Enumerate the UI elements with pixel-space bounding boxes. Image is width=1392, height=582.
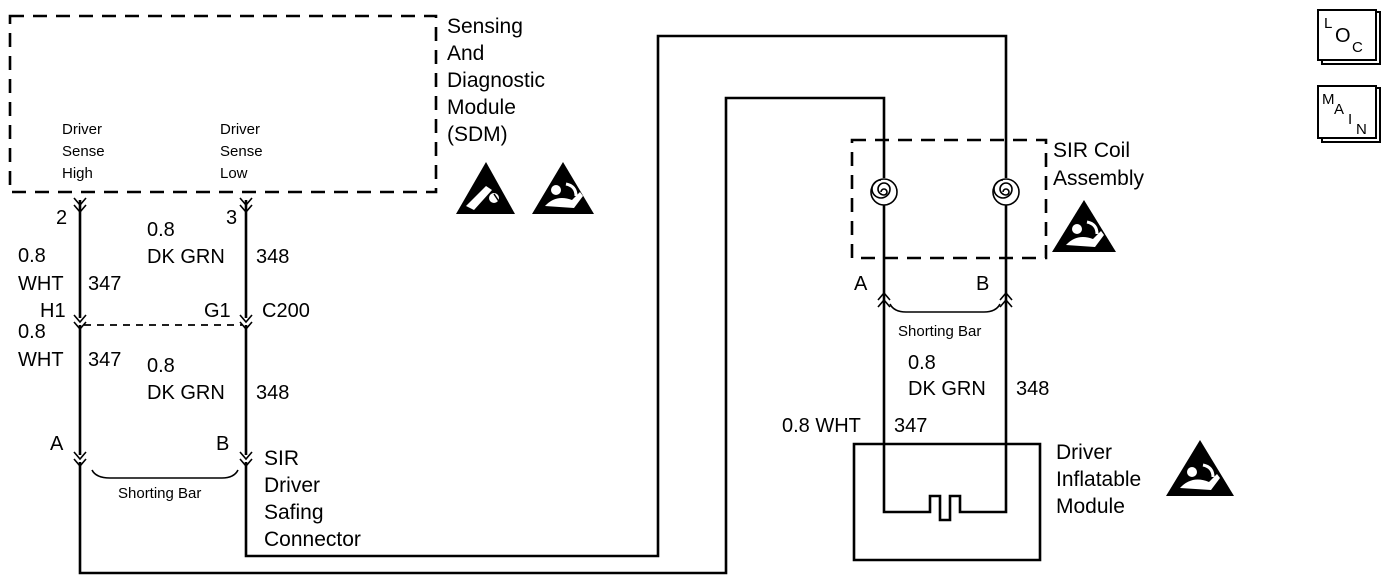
grn-gauge-upper: 0.8	[147, 219, 175, 241]
loc-button[interactable]: L O C	[1317, 9, 1381, 65]
coil-wire-a	[882, 205, 920, 514]
coil-b-chevron	[999, 291, 1013, 308]
wire-wht-347-route	[78, 96, 886, 575]
coil-a-chevron	[877, 291, 891, 308]
inflator-title-line-2: Inflatable	[1056, 468, 1141, 491]
grn-circuit-lower: 348	[256, 382, 289, 404]
loc-letter-o: O	[1335, 25, 1351, 47]
inflator-airbag-warning-icon	[1166, 440, 1234, 496]
sir-coil-box	[850, 138, 1048, 260]
safing-shorting-bar-label: Shorting Bar	[118, 485, 201, 502]
coil-wire-b	[970, 205, 1008, 514]
driver-sense-low-line-3: Low	[220, 165, 248, 182]
coil-grn-color: DK GRN	[908, 378, 986, 400]
sdm-title-line-3: Diagnostic	[447, 69, 545, 92]
coil-spiral-right	[992, 178, 1020, 206]
coil-grn-gauge: 0.8	[908, 352, 936, 374]
driver-sense-low-line-2: Sense	[220, 143, 263, 160]
grn-gauge-lower: 0.8	[147, 355, 175, 377]
safing-pin-a: A	[50, 433, 64, 455]
safing-title-line-3: Safing	[264, 501, 324, 524]
sdm-pin-3: 3	[226, 207, 237, 229]
safing-title-line-2: Driver	[264, 474, 320, 497]
inflator-squib	[920, 494, 970, 522]
esd-warning-icon	[456, 162, 515, 214]
grn-color-lower: DK GRN	[147, 382, 225, 404]
airbag-warning-icon	[532, 162, 594, 214]
inflator-title-line-3: Module	[1056, 495, 1125, 518]
safing-pin-b: B	[216, 433, 229, 455]
coil-shorting-bar-bracket	[889, 303, 1001, 313]
grn-circuit-upper: 348	[256, 246, 289, 268]
wht-circuit-upper: 347	[88, 273, 121, 295]
wht-gauge-lower: 0.8	[18, 321, 46, 343]
sdm-pin-2: 2	[56, 207, 67, 229]
main-letter-n: N	[1356, 121, 1367, 138]
coil-grn-circuit: 348	[1016, 378, 1049, 400]
coil-pin-a: A	[854, 273, 868, 295]
inflator-module-box	[852, 442, 1042, 562]
coil-spiral-left	[870, 178, 898, 206]
sdm-title-line-2: And	[447, 42, 484, 65]
main-letter-a: A	[1334, 101, 1344, 118]
c200-pin-g1: G1	[204, 300, 231, 322]
safing-title-line-4: Connector	[264, 528, 361, 551]
sdm-title-line-5: (SDM)	[447, 123, 508, 146]
sdm-title-line-4: Module	[447, 96, 516, 119]
wht-color-lower: WHT	[18, 349, 64, 371]
main-letter-m: M	[1322, 91, 1335, 108]
safing-shorting-bar-bracket	[91, 469, 239, 479]
wht-circuit-lower: 347	[88, 349, 121, 371]
coil-shorting-bar-label: Shorting Bar	[898, 323, 981, 340]
driver-sense-high-line-2: Sense	[62, 143, 105, 160]
coil-airbag-warning-icon	[1052, 200, 1116, 252]
driver-sense-low-line-1: Driver	[220, 121, 260, 138]
coil-title-line-1: SIR Coil	[1053, 139, 1130, 162]
coil-wht-circuit: 347	[894, 415, 927, 437]
c200-label: C200	[262, 300, 310, 322]
sdm-title-line-1: Sensing	[447, 15, 523, 38]
grn-color-upper: DK GRN	[147, 246, 225, 268]
wht-gauge-upper: 0.8	[18, 245, 46, 267]
coil-wht-label: 0.8 WHT	[782, 415, 861, 437]
wire-dk-grn-348-route	[244, 34, 1008, 558]
loc-letter-c: C	[1352, 39, 1363, 56]
sdm-box	[8, 14, 438, 194]
c200-pin-h1: H1	[40, 300, 66, 322]
driver-sense-high-line-1: Driver	[62, 121, 102, 138]
coil-title-line-2: Assembly	[1053, 167, 1145, 190]
coil-pin-b: B	[976, 273, 989, 295]
wht-color-upper: WHT	[18, 273, 64, 295]
main-letter-i: I	[1348, 111, 1352, 128]
driver-sense-high-line-3: High	[62, 165, 93, 182]
safing-title-line-1: SIR	[264, 447, 299, 470]
inflator-title-line-1: Driver	[1056, 441, 1112, 464]
main-button[interactable]: M A I N	[1317, 85, 1381, 143]
loc-letter-l: L	[1324, 15, 1332, 32]
